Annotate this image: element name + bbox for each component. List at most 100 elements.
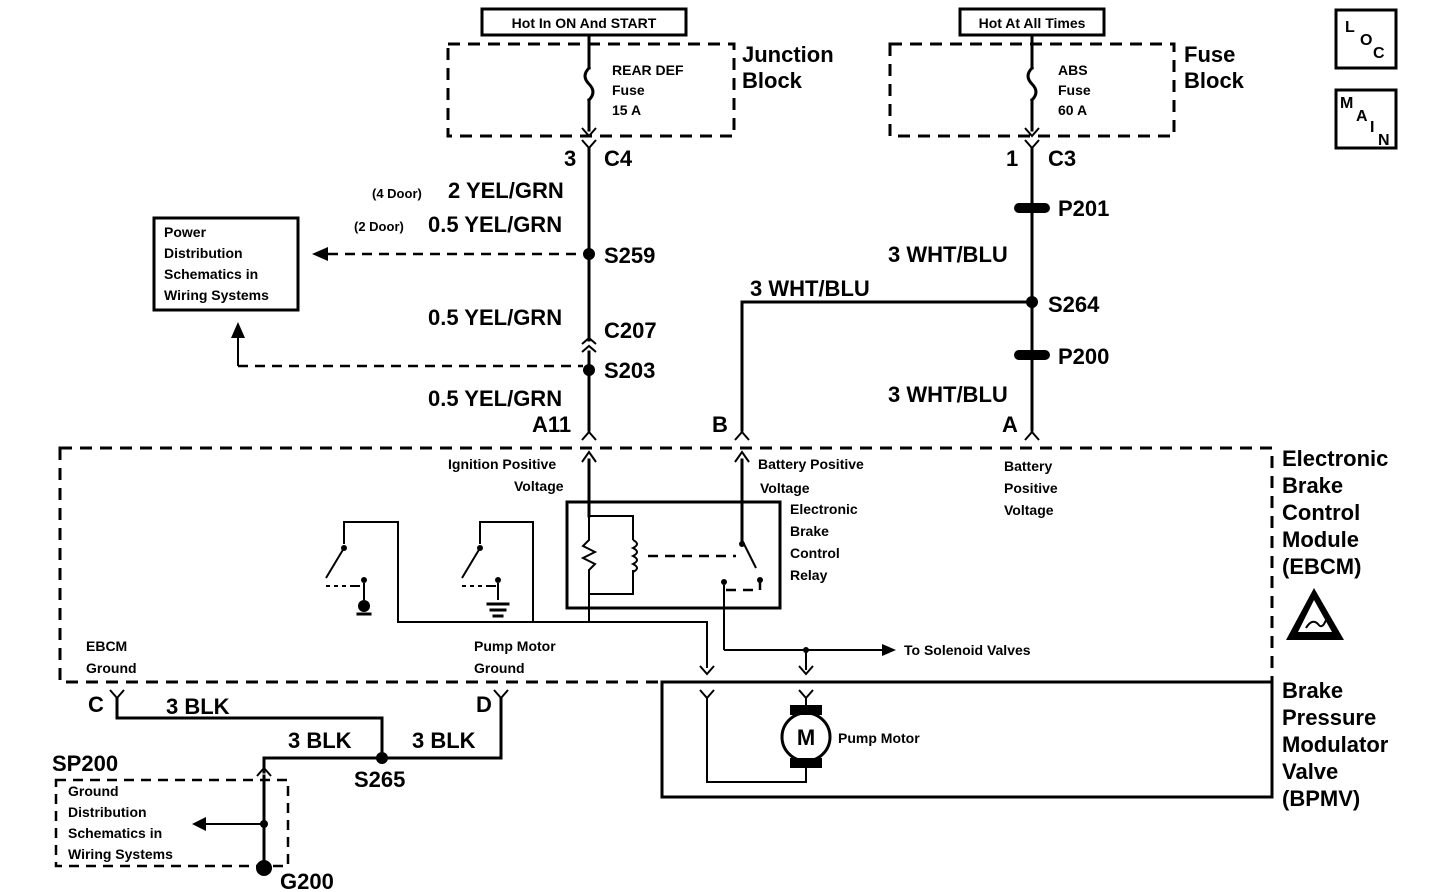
- svg-text:M: M: [797, 725, 815, 750]
- junction-block-label: Junction: [742, 42, 834, 67]
- svg-text:Fuse: Fuse: [1058, 82, 1091, 98]
- ebcm-ground-switch: [325, 521, 590, 623]
- ebcm-title: Electronic: [1282, 446, 1388, 471]
- svg-text:Ground: Ground: [86, 660, 137, 676]
- svg-text:60 A: 60 A: [1058, 102, 1087, 118]
- svg-text:ABS: ABS: [1058, 62, 1088, 78]
- svg-text:Voltage: Voltage: [1004, 502, 1054, 518]
- svg-text:Electronic: Electronic: [790, 501, 858, 517]
- svg-text:N: N: [1378, 132, 1390, 149]
- s259-label: S259: [604, 243, 655, 268]
- svg-text:Module: Module: [1282, 527, 1359, 552]
- loc-button[interactable]: L O C: [1334, 8, 1398, 70]
- c4-label: C4: [604, 146, 633, 171]
- p200-grommet-icon: [1014, 350, 1050, 360]
- svg-text:Voltage: Voltage: [760, 480, 810, 496]
- svg-text:Schematics in: Schematics in: [164, 266, 258, 282]
- svg-text:15 A: 15 A: [612, 102, 641, 118]
- hot-all-times-text: Hot At All Times: [979, 15, 1086, 31]
- ebcm-box: [58, 446, 1274, 684]
- wht-blu-circuit: [734, 33, 1050, 441]
- svg-text:Ground: Ground: [68, 783, 119, 799]
- s203-splice-dot: [583, 364, 595, 376]
- svg-text:C: C: [1373, 45, 1385, 62]
- g200-ground-icon: [256, 860, 272, 876]
- svg-text:Distribution: Distribution: [164, 245, 243, 261]
- svg-text:Ignition Positive: Ignition Positive: [448, 456, 556, 472]
- arrow-right-icon: [882, 644, 896, 656]
- s265-label: S265: [354, 767, 405, 792]
- svg-text:Brake: Brake: [1282, 473, 1343, 498]
- svg-text:0.5 YEL/GRN: 0.5 YEL/GRN: [428, 305, 562, 330]
- power-distribution-ref-box[interactable]: [152, 216, 300, 312]
- svg-text:Fuse: Fuse: [612, 82, 645, 98]
- svg-text:I: I: [1370, 119, 1374, 136]
- svg-text:3 BLK: 3 BLK: [166, 694, 230, 719]
- bpmv-title: Brake: [1282, 678, 1343, 703]
- svg-text:Control: Control: [790, 545, 840, 561]
- svg-text:L: L: [1345, 19, 1355, 36]
- svg-text:Battery: Battery: [1004, 458, 1052, 474]
- s203-label: S203: [604, 358, 655, 383]
- svg-text:Block: Block: [1184, 68, 1245, 93]
- svg-text:Brake: Brake: [790, 523, 829, 539]
- svg-text:Pump Motor: Pump Motor: [474, 638, 556, 654]
- svg-text:Wiring Systems: Wiring Systems: [164, 287, 269, 303]
- svg-text:Relay: Relay: [790, 567, 828, 583]
- svg-text:Schematics in: Schematics in: [68, 825, 162, 841]
- arrow-up-icon: [231, 322, 245, 338]
- svg-text:2 YEL/GRN: 2 YEL/GRN: [448, 178, 564, 203]
- svg-text:(2 Door): (2 Door): [354, 219, 404, 234]
- p200-label: P200: [1058, 344, 1109, 369]
- ebcb-relay-box: [565, 500, 782, 610]
- svg-text:3: 3: [564, 146, 576, 171]
- hot-on-start-box: [480, 7, 688, 37]
- pump-motor-icon: [780, 711, 832, 763]
- svg-text:O: O: [1360, 32, 1372, 49]
- pump-ground-switch: [461, 521, 534, 622]
- svg-text:Modulator: Modulator: [1282, 732, 1389, 757]
- svg-text:Positive: Positive: [1004, 480, 1058, 496]
- rear-def-fuse-icon: [583, 65, 595, 103]
- c3-label: C3: [1048, 146, 1076, 171]
- svg-text:0.5 YEL/GRN: 0.5 YEL/GRN: [428, 386, 562, 411]
- bpmv-box: [660, 680, 1274, 799]
- svg-text:M: M: [1340, 95, 1353, 112]
- esd-warning-icon: [1286, 588, 1344, 640]
- svg-text:Pressure: Pressure: [1282, 705, 1376, 730]
- c-label: C: [88, 692, 104, 717]
- svg-text:3 WHT/BLU: 3 WHT/BLU: [888, 382, 1008, 407]
- svg-text:Valve: Valve: [1282, 759, 1338, 784]
- svg-text:Control: Control: [1282, 500, 1360, 525]
- svg-text:REAR DEF: REAR DEF: [612, 62, 684, 78]
- main-button[interactable]: M A I N: [1334, 88, 1398, 150]
- svg-text:3 WHT/BLU: 3 WHT/BLU: [750, 276, 870, 301]
- s265-splice-dot: [376, 752, 388, 764]
- svg-text:Voltage: Voltage: [514, 478, 564, 494]
- fuse-block-label: Fuse: [1184, 42, 1235, 67]
- to-solenoid-label: To Solenoid Valves: [904, 642, 1031, 658]
- svg-text:Distribution: Distribution: [68, 804, 147, 820]
- arrow-left-icon: [312, 247, 328, 261]
- yel-grn-circuit: [581, 33, 597, 441]
- sp200-box: [54, 778, 290, 868]
- p201-grommet-icon: [1014, 203, 1050, 213]
- g200-label: G200: [280, 869, 334, 892]
- abs-fuse-icon: [1026, 65, 1038, 103]
- svg-text:1: 1: [1006, 146, 1018, 171]
- resistor-icon: [580, 516, 634, 595]
- junction-block-box: [446, 42, 736, 138]
- hot-on-start-text: Hot In ON And START: [512, 15, 657, 31]
- s264-label: S264: [1048, 292, 1100, 317]
- svg-text:Block: Block: [742, 68, 803, 93]
- svg-text:(4 Door): (4 Door): [372, 186, 422, 201]
- sp200-label: SP200: [52, 751, 118, 776]
- svg-text:(EBCM): (EBCM): [1282, 554, 1361, 579]
- ground-ref-arrow-icon: [192, 817, 206, 831]
- c207-label: C207: [604, 318, 657, 343]
- svg-text:3 WHT/BLU: 3 WHT/BLU: [888, 242, 1008, 267]
- b-label: B: [712, 412, 728, 437]
- svg-text:Wiring Systems: Wiring Systems: [68, 846, 173, 862]
